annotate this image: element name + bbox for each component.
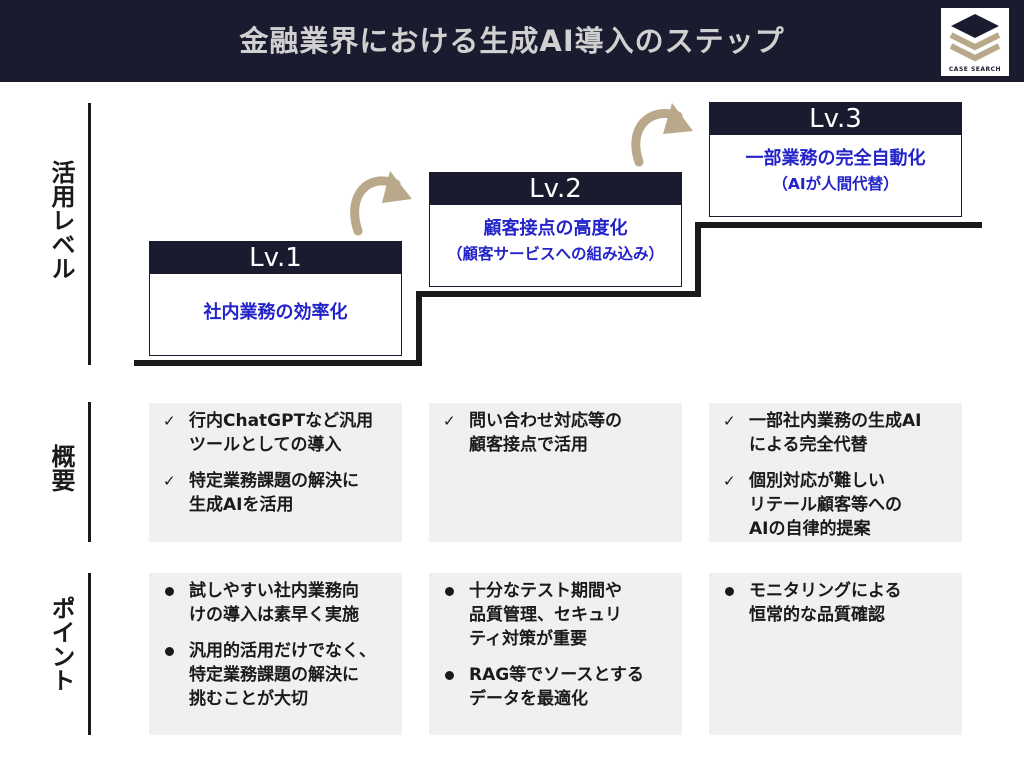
row-label-level-text: 活用レベル (47, 160, 75, 280)
points-panel-1: 試しやすい社内業務向 けの導入は素早く実施 汎用的活用だけでなく、 特定業務課題… (149, 573, 402, 735)
overview-item-text: 一部社内業務の生成AI による完全代替 (749, 411, 922, 455)
row-label-points-text: ポイント (47, 596, 75, 692)
overview-panel-2: ✓ 問い合わせ対応等の 顧客接点で活用 (429, 403, 682, 542)
row-label-overview-text: 概要 (47, 444, 75, 492)
curved-arrow-icon-2 (631, 103, 693, 167)
level-body-1: 社内業務の効率化 (150, 274, 401, 327)
level-badge-2: Lv.2 (430, 173, 681, 205)
overview-panel-3: ✓ 一部社内業務の生成AI による完全代替 ✓ 個別対応が難しい リテール顧客等への… (709, 403, 962, 542)
overview-item: ✓ 問い合わせ対応等の 顧客接点で活用 (443, 409, 672, 457)
overview-panel-1: ✓ 行内ChatGPTなど汎用 ツールとしての導入 ✓ 特定業務課題の解決に 生成A… (149, 403, 402, 542)
point-item-text: 試しやすい社内業務向 けの導入は素早く実施 (189, 581, 359, 625)
overview-item-text: 問い合わせ対応等の 顧客接点で活用 (469, 411, 622, 455)
page-title: 金融業界における生成AI導入のステップ (239, 24, 785, 58)
point-item: 汎用的活用だけでなく、 特定業務課題の解決に 挑むことが大切 (163, 639, 392, 711)
level-card-1: Lv.1 社内業務の効率化 (149, 241, 402, 356)
level-subtitle-3: （AIが人間代替） (772, 175, 899, 193)
point-item-text: 十分なテスト期間や 品質管理、セキュリ ティ対策が重要 (469, 581, 622, 649)
separator-points (88, 573, 91, 735)
check-icon: ✓ (163, 412, 176, 430)
point-item: モニタリングによる 恒常的な品質確認 (723, 579, 952, 627)
check-icon: ✓ (723, 412, 736, 430)
overview-item-text: 個別対応が難しい リテール顧客等への AIの自律的提案 (749, 471, 902, 539)
row-label-overview: 概要 (46, 444, 76, 499)
overview-item-text: 特定業務課題の解決に 生成AIを活用 (189, 471, 359, 515)
check-icon: ✓ (723, 472, 736, 490)
overview-item-text: 行内ChatGPTなど汎用 ツールとしての導入 (189, 411, 374, 455)
staircase-line (134, 222, 982, 366)
point-item-text: モニタリングによる 恒常的な品質確認 (749, 581, 902, 625)
points-panel-2: 十分なテスト期間や 品質管理、セキュリ ティ対策が重要 RAG等でソースとする … (429, 573, 682, 735)
curved-arrow-icon-1 (350, 171, 412, 236)
logo-text: CASE SEARCH (948, 66, 1002, 73)
level-badge-1: Lv.1 (150, 242, 401, 274)
bullet-icon (445, 587, 454, 596)
overview-item: ✓ 行内ChatGPTなど汎用 ツールとしての導入 (163, 409, 392, 457)
level-card-3: Lv.3 一部業務の完全自動化 （AIが人間代替） (709, 102, 962, 217)
point-item-text: RAG等でソースとする データを最適化 (469, 665, 644, 709)
separator-level (88, 103, 91, 365)
title-bar (0, 0, 1024, 82)
overview-item: ✓ 個別対応が難しい リテール顧客等への AIの自律的提案 (723, 469, 952, 541)
row-label-points: ポイント (46, 596, 76, 699)
level-card-2: Lv.2 顧客接点の高度化 （顧客サービスへの組み込み） (429, 172, 682, 287)
level-title-2: 顧客接点の高度化 (483, 218, 628, 239)
row-label-level: 活用レベル (46, 160, 76, 287)
level-body-3: 一部業務の完全自動化 （AIが人間代替） (710, 135, 961, 195)
check-icon: ✓ (163, 472, 176, 490)
check-icon: ✓ (443, 412, 456, 430)
level-badge-3: Lv.3 (710, 103, 961, 135)
point-item: RAG等でソースとする データを最適化 (443, 663, 672, 711)
point-item: 十分なテスト期間や 品質管理、セキュリ ティ対策が重要 (443, 579, 672, 651)
point-item-text: 汎用的活用だけでなく、 特定業務課題の解決に 挑むことが大切 (189, 641, 376, 709)
level-subtitle-2: （顧客サービスへの組み込み） (446, 245, 664, 263)
case-search-logo: CASE SEARCH (941, 8, 1009, 76)
overview-item: ✓ 一部社内業務の生成AI による完全代替 (723, 409, 952, 457)
bullet-icon (165, 587, 174, 596)
level-title-1: 社内業務の効率化 (203, 302, 348, 323)
point-item: 試しやすい社内業務向 けの導入は素早く実施 (163, 579, 392, 627)
separator-overview (88, 402, 91, 542)
overview-item: ✓ 特定業務課題の解決に 生成AIを活用 (163, 469, 392, 517)
bullet-icon (165, 647, 174, 656)
stacked-chevrons-logo-icon (949, 14, 1001, 62)
level-title-3: 一部業務の完全自動化 (745, 148, 926, 169)
bullet-icon (445, 671, 454, 680)
level-body-2: 顧客接点の高度化 （顧客サービスへの組み込み） (430, 205, 681, 265)
points-panel-3: モニタリングによる 恒常的な品質確認 (709, 573, 962, 735)
bullet-icon (725, 587, 734, 596)
